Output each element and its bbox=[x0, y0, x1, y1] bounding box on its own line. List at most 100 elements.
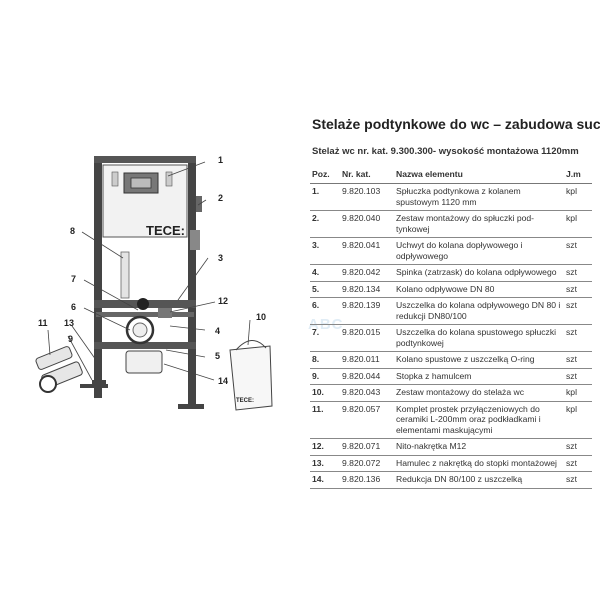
cell-poz: 5. bbox=[310, 281, 340, 298]
cell-jm: szt bbox=[564, 471, 592, 489]
callout-10: 10 bbox=[256, 312, 266, 322]
callout-1: 1 bbox=[218, 155, 223, 165]
cell-nr: 9.820.134 bbox=[340, 281, 394, 298]
cell-nr: 9.820.011 bbox=[340, 351, 394, 369]
cell-jm: kpl bbox=[564, 210, 592, 238]
reducer-pipe bbox=[125, 350, 163, 374]
callout-4: 4 bbox=[215, 326, 220, 336]
cell-name: Redukcja DN 80/100 z uszczelką bbox=[394, 471, 564, 489]
cell-nr: 9.820.040 bbox=[340, 210, 394, 238]
cell-name: Uszczelka do kolana odpływowego DN 80 i … bbox=[394, 297, 564, 325]
mounting-kit-bag: TECE: bbox=[229, 340, 273, 411]
callout-8: 8 bbox=[70, 226, 75, 236]
cell-jm: szt bbox=[564, 455, 592, 472]
callout-14: 14 bbox=[218, 376, 228, 386]
parts-table: Poz. Nr. kat. Nazwa elementu J.m 1.9.820… bbox=[310, 166, 592, 489]
cell-name: Spinka (zatrzask) do kolana odpływowego bbox=[394, 264, 564, 282]
cell-name: Kolano spustowe z uszczelką O-ring bbox=[394, 351, 564, 369]
cell-name: Spłuczka podtynkowa z kolanem spustowym … bbox=[394, 183, 564, 211]
header-nr: Nr. kat. bbox=[340, 166, 394, 184]
cell-jm: szt bbox=[564, 297, 592, 325]
callout-12: 12 bbox=[218, 296, 228, 306]
cell-nr: 9.820.072 bbox=[340, 455, 394, 472]
cell-poz: 1. bbox=[310, 183, 340, 211]
cell-name: Uszczelka do kolana spustowego spłuczki … bbox=[394, 324, 564, 352]
cell-jm: szt bbox=[564, 264, 592, 282]
cell-poz: 7. bbox=[310, 324, 340, 352]
callout-3: 3 bbox=[218, 253, 223, 263]
callout-11: 11 bbox=[38, 318, 48, 328]
cell-poz: 10. bbox=[310, 384, 340, 402]
cell-poz: 2. bbox=[310, 210, 340, 238]
header-name: Nazwa elementu bbox=[394, 166, 564, 184]
cell-jm: szt bbox=[564, 368, 592, 385]
cell-name: Uchwyt do kolana dopływowego i odpływowe… bbox=[394, 237, 564, 265]
cell-nr: 9.820.044 bbox=[340, 368, 394, 385]
connection-pipes bbox=[35, 346, 83, 393]
cell-poz: 12. bbox=[310, 438, 340, 456]
cell-poz: 9. bbox=[310, 368, 340, 385]
cell-poz: 11. bbox=[310, 401, 340, 439]
cell-poz: 6. bbox=[310, 297, 340, 325]
callout-5: 5 bbox=[215, 351, 220, 361]
cell-poz: 8. bbox=[310, 351, 340, 369]
cell-nr: 9.820.139 bbox=[340, 297, 394, 325]
callout-2: 2 bbox=[218, 193, 223, 203]
cell-name: Kolano odpływowe DN 80 bbox=[394, 281, 564, 298]
tece-logo: TECE: bbox=[146, 223, 185, 238]
cell-nr: 9.820.042 bbox=[340, 264, 394, 282]
page-subtitle: Stelaż wc nr. kat. 9.300.300- wysokość m… bbox=[312, 146, 579, 157]
cell-nr: 9.820.071 bbox=[340, 438, 394, 456]
cell-nr: 9.820.136 bbox=[340, 471, 394, 489]
callout-6: 6 bbox=[71, 302, 76, 312]
cell-jm: kpl bbox=[564, 183, 592, 211]
callout-9: 9 bbox=[68, 334, 73, 344]
frame-top-bar bbox=[94, 156, 196, 163]
cell-jm: szt bbox=[564, 324, 592, 352]
callout-7: 7 bbox=[71, 274, 76, 284]
svg-text:TECE:: TECE: bbox=[236, 398, 254, 404]
header-poz: Poz. bbox=[310, 166, 340, 184]
cell-jm: szt bbox=[564, 351, 592, 369]
cell-nr: 9.820.057 bbox=[340, 401, 394, 439]
cell-name: Hamulec z nakrętką do stopki montażowej bbox=[394, 455, 564, 472]
cell-poz: 3. bbox=[310, 237, 340, 265]
cell-nr: 9.820.103 bbox=[340, 183, 394, 211]
cell-poz: 14. bbox=[310, 471, 340, 489]
frame-right-post bbox=[188, 158, 196, 408]
cell-nr: 9.820.015 bbox=[340, 324, 394, 352]
foot-left bbox=[92, 380, 106, 384]
cell-nr: 9.820.043 bbox=[340, 384, 394, 402]
cell-name: Zestaw montażowy do spłuczki pod-tynkowe… bbox=[394, 210, 564, 238]
page-title: Stelaże podtynkowe do wc – zabudowa such… bbox=[312, 116, 600, 132]
frame-low-bar bbox=[94, 342, 196, 349]
cell-jm: szt bbox=[564, 438, 592, 456]
cell-jm: kpl bbox=[564, 401, 592, 439]
foot-right bbox=[178, 404, 204, 409]
cell-jm: szt bbox=[564, 281, 592, 298]
cell-poz: 13. bbox=[310, 455, 340, 472]
table-header-row: Poz. Nr. kat. Nazwa elementu J.m bbox=[310, 166, 592, 184]
cell-name: Zestaw montażowy do stelaża wc bbox=[394, 384, 564, 402]
cell-name: Stopka z hamulcem bbox=[394, 368, 564, 385]
header-jm: J.m bbox=[564, 166, 592, 184]
flush-pipe bbox=[120, 251, 130, 299]
cell-name: Nito-nakrętka M12 bbox=[394, 438, 564, 456]
cell-poz: 4. bbox=[310, 264, 340, 282]
cell-name: Komplet prostek przyłączeniowych do cera… bbox=[394, 401, 564, 439]
callout-13: 13 bbox=[64, 318, 74, 328]
